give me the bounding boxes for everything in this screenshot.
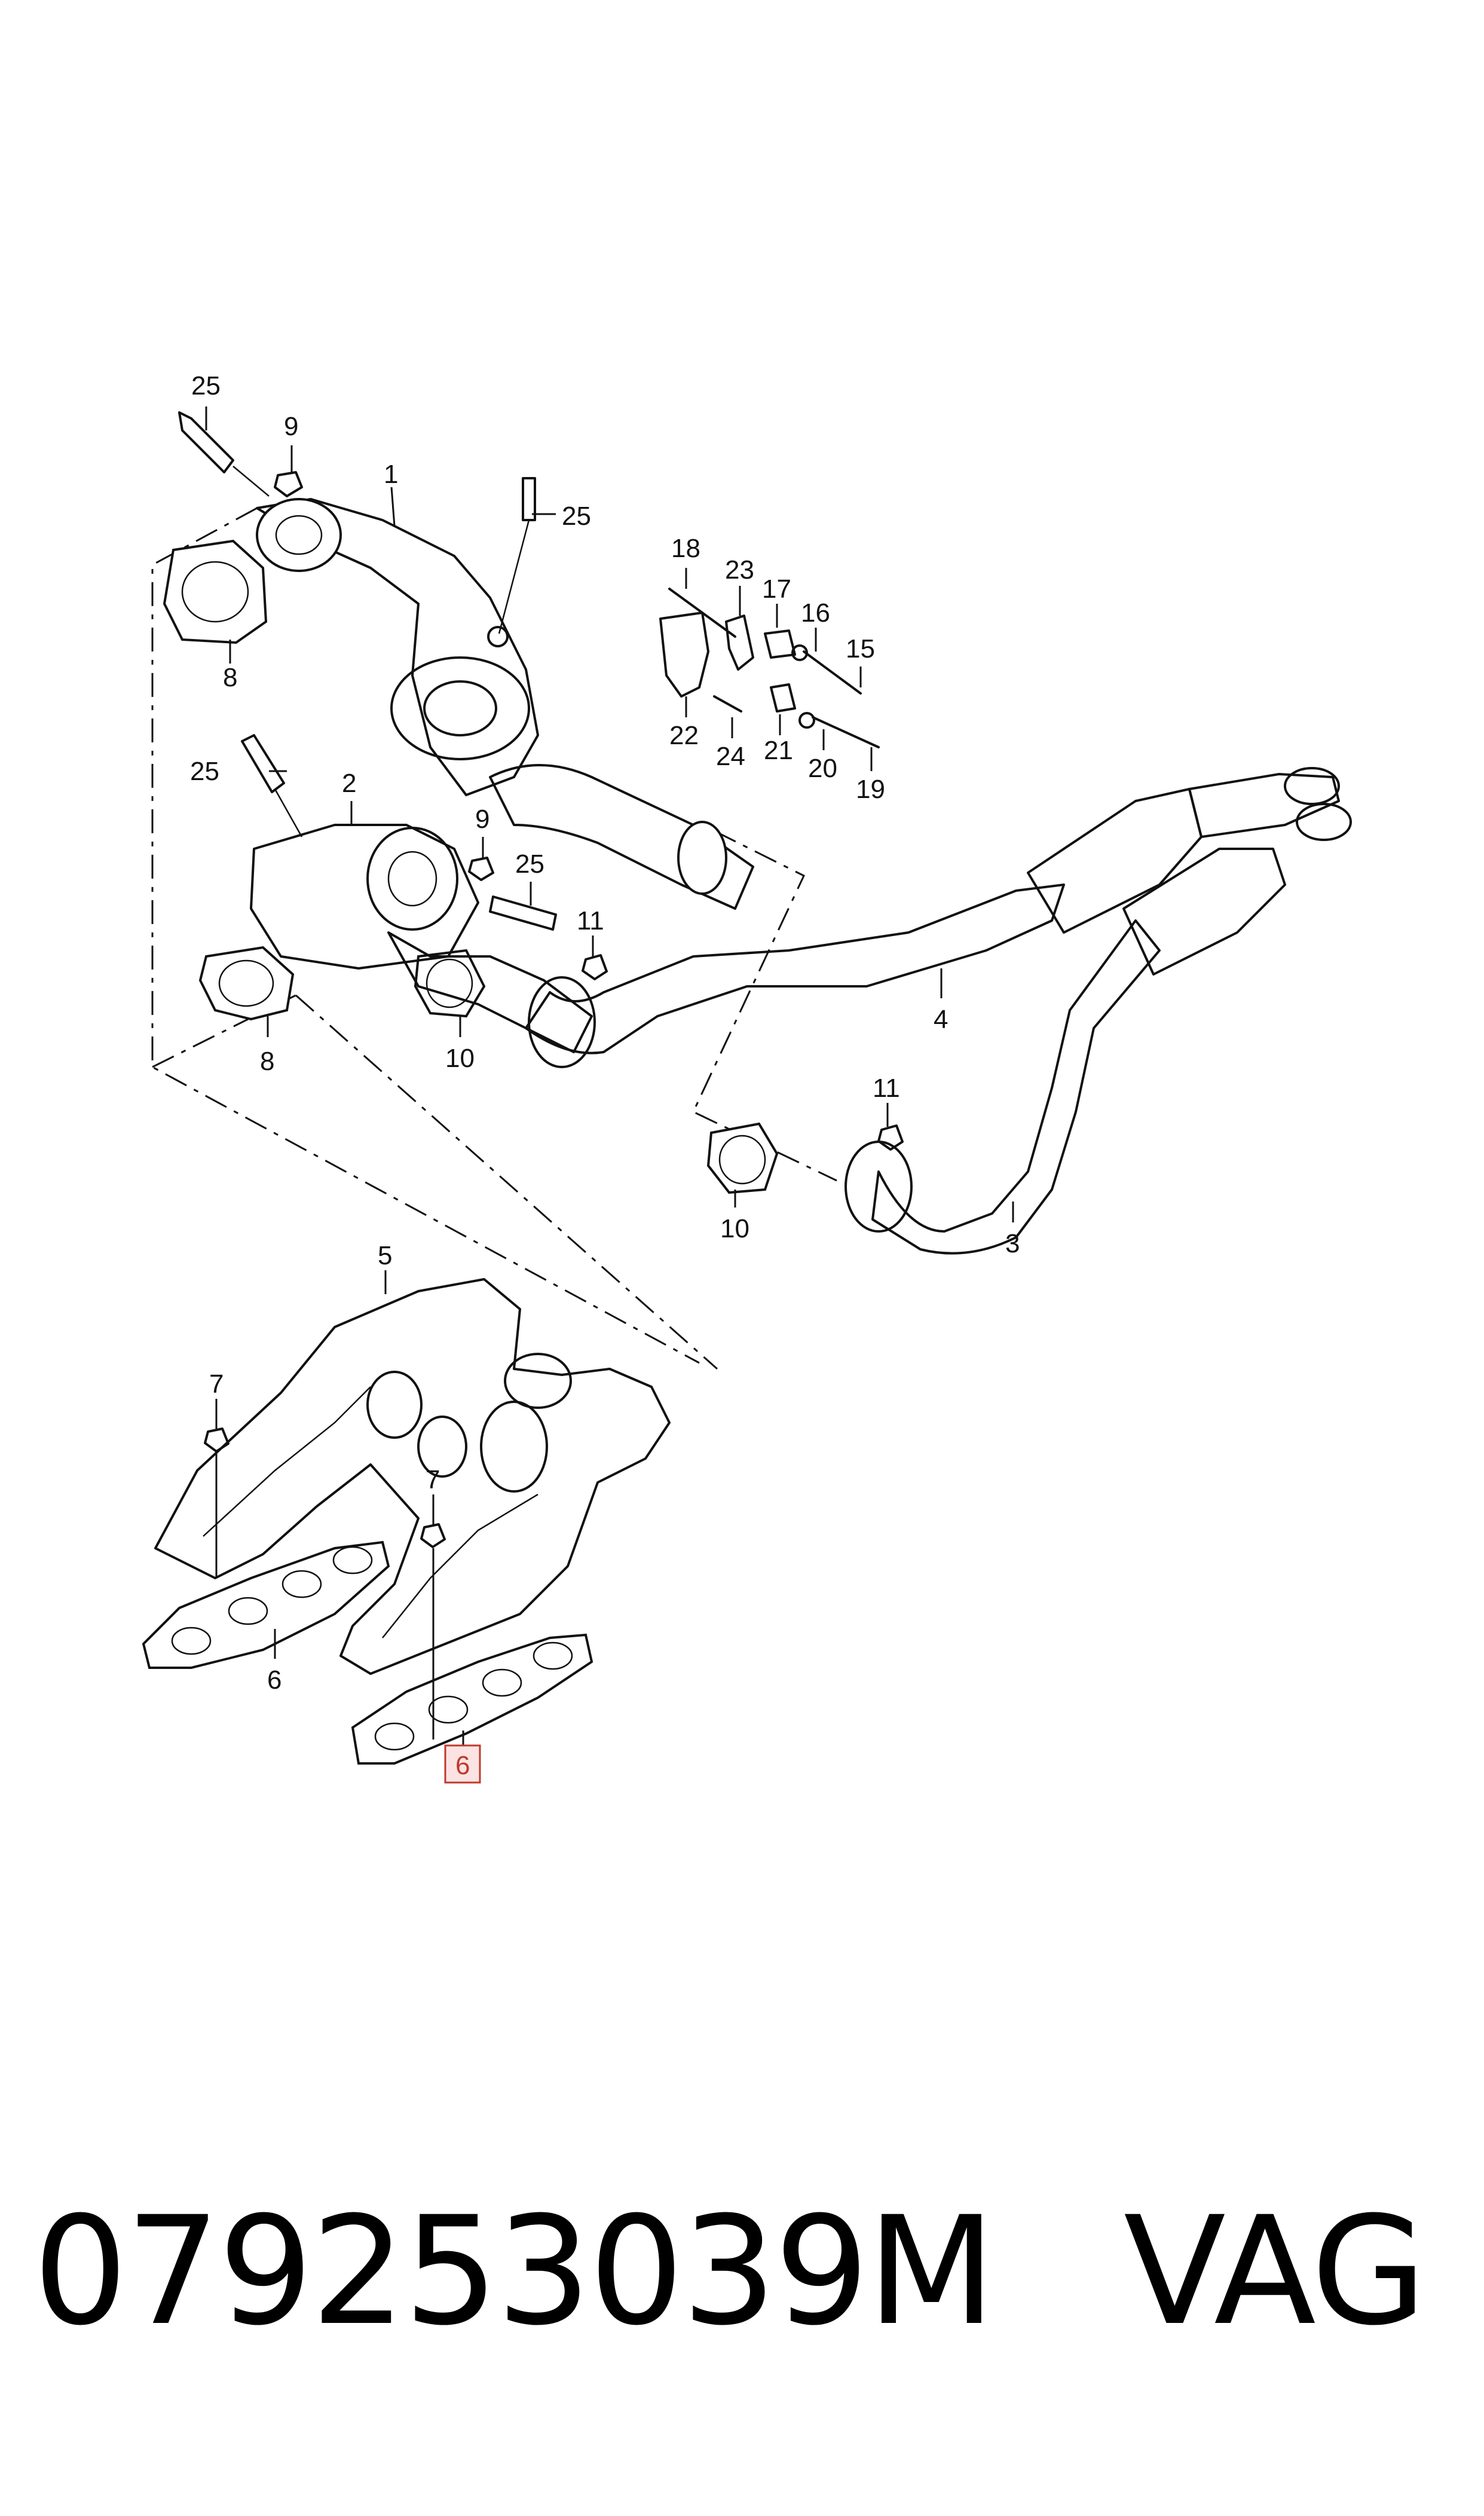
y-pipe-3 xyxy=(844,848,1286,1255)
callout-24: 24 xyxy=(716,742,745,771)
nut-9-top xyxy=(274,471,303,497)
nut-11-mid xyxy=(582,954,608,980)
manifold-gasket-6-left xyxy=(142,1540,390,1669)
leader-lines xyxy=(205,406,1014,1751)
exploded-parts-diagram: 25 9 1 25 8 18 23 17 16 15 22 24 21 20 1… xyxy=(142,371,1352,1784)
callout-20: 20 xyxy=(808,754,837,783)
callout-5: 5 xyxy=(378,1241,392,1270)
callout-21: 21 xyxy=(764,736,793,765)
callout-10: 10 xyxy=(445,1044,475,1073)
oxygen-sensor-top-center xyxy=(487,477,536,647)
gasket-10-right xyxy=(706,1122,779,1194)
callout-25: 25 xyxy=(562,502,591,531)
oxygen-sensor-mid-right xyxy=(489,895,557,931)
callout-1: 1 xyxy=(384,460,398,489)
y-pipe-4 xyxy=(525,767,1352,1068)
exhaust-manifold-turbo-5 xyxy=(154,1278,671,1675)
callout-7: 7 xyxy=(426,1465,440,1494)
callout-4: 4 xyxy=(934,1005,948,1034)
oxygen-sensor-mid-left xyxy=(241,734,303,837)
callout-15: 15 xyxy=(846,634,875,664)
callout-19: 19 xyxy=(856,775,885,804)
gasket-8-mid xyxy=(198,946,295,1021)
highlight-box xyxy=(444,1744,481,1784)
callout-23: 23 xyxy=(725,555,754,585)
oxygen-sensor-top-left xyxy=(178,411,270,497)
callout-3: 3 xyxy=(1005,1229,1020,1258)
catalytic-converter-2 xyxy=(250,824,593,1053)
callout-16: 16 xyxy=(801,598,830,628)
callout-25: 25 xyxy=(515,849,544,879)
callout-11: 11 xyxy=(577,906,604,936)
bracket-assembly xyxy=(659,588,880,748)
callout-25: 25 xyxy=(190,757,219,786)
callout-labels: 25 9 1 25 8 18 23 17 16 15 22 24 21 20 1… xyxy=(190,371,1020,1784)
part-number: 079253039M xyxy=(33,2184,996,2358)
callout-7: 7 xyxy=(209,1369,224,1399)
callout-9: 9 xyxy=(475,805,489,834)
callout-22: 22 xyxy=(669,721,699,750)
callout-9: 9 xyxy=(284,412,298,441)
manifold-gasket-6-right xyxy=(351,1633,593,1765)
callout-6: 6 xyxy=(267,1665,281,1695)
catalytic-converter-1 xyxy=(256,498,754,910)
gasket-8-top xyxy=(163,539,268,644)
reference-lines xyxy=(151,507,837,1370)
callout-11: 11 xyxy=(873,1074,900,1103)
callout-18: 18 xyxy=(671,534,700,563)
callout-10: 10 xyxy=(720,1214,749,1243)
nut-7-right xyxy=(420,1523,446,1548)
callout-17: 17 xyxy=(762,574,791,604)
callout-2: 2 xyxy=(342,769,356,798)
callout-8: 8 xyxy=(223,663,237,692)
brand-name: VAG xyxy=(1124,2184,1427,2358)
callout-8: 8 xyxy=(260,1047,274,1076)
nut-7-left xyxy=(204,1427,230,1453)
nut-9-mid xyxy=(468,857,494,881)
callout-25: 25 xyxy=(191,371,221,401)
callout-6-highlighted: 6 xyxy=(455,1751,470,1780)
nut-11-right xyxy=(877,1124,904,1151)
